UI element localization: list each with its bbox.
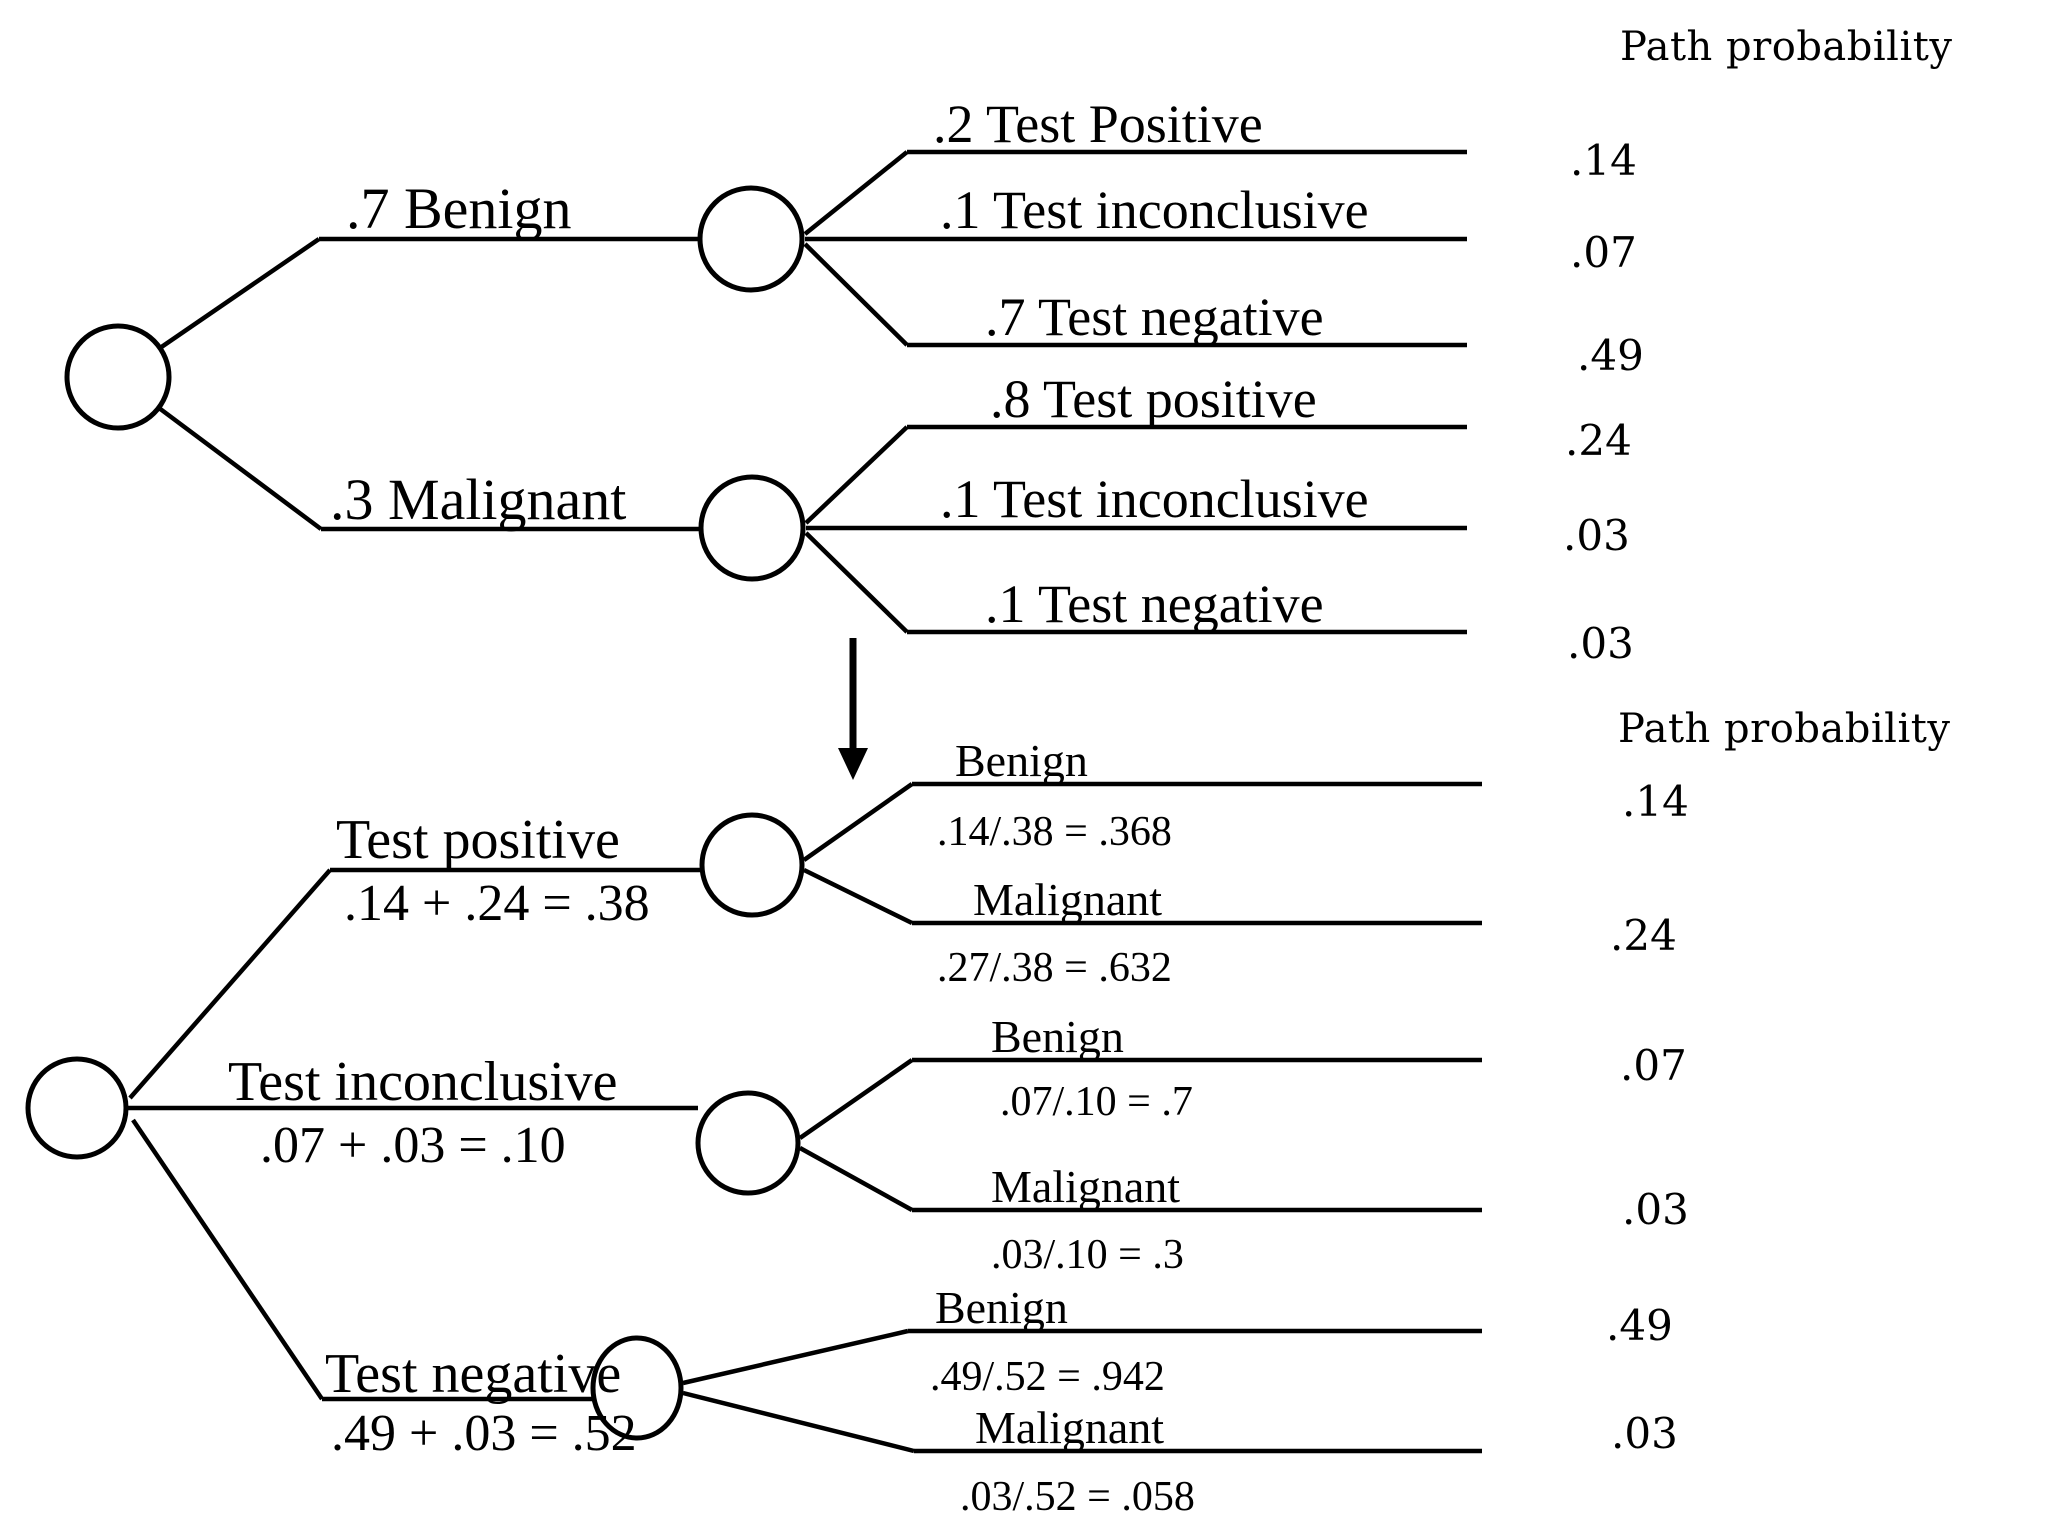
testinconclusive-node-circle [695,1090,801,1196]
branch-line-benign-testpositive-diagonal [803,150,909,236]
malignant-node-circle [698,474,806,582]
branch-label-testnegative: Test negative [325,1343,621,1405]
branch-label-malignant-testpositive: .8 Test positive [990,369,1317,429]
branch-label-benign-testinconclusive: .1 Test inconclusive [940,180,1369,240]
bottom-root-node-circle [25,1056,129,1160]
branch-label-testpositive-benign: Benign [955,735,1088,786]
bottom-tree: Test positive .14 + .24 = .38 Test incon… [25,706,1950,1520]
branch-line-testnegative-benign-diagonal [682,1328,909,1386]
branch-line-malignant-testpositive-diagonal [804,425,909,525]
root-node-circle [64,323,172,431]
path-probability-value: .07 [1570,228,1637,277]
path-probability-value: .49 [1606,1301,1673,1350]
branch-line-malignant-testnegative-diagonal [804,531,909,634]
branch-formula-testinconclusive: .07 + .03 = .10 [260,1117,566,1174]
path-probability-value: .24 [1610,911,1677,960]
branch-line-testnegative-malignant-diagonal [682,1390,915,1454]
branch-line-root-benign-diagonal [158,237,321,350]
branch-label-malignant-testinconclusive: .1 Test inconclusive [940,469,1369,529]
branch-label-testpositive-malignant: Malignant [973,874,1162,925]
top-tree: .7 Benign .3 Malignant .2 Test Positive … [64,24,1952,668]
testnegative-node-circle [590,1335,684,1441]
path-probability-value: .03 [1611,1409,1678,1458]
branch-label-malignant: .3 Malignant [330,467,626,532]
branch-formula-testpositive: .14 + .24 = .38 [344,875,650,932]
branch-formula-testnegative-benign: .49/.52 = .942 [930,1354,1165,1400]
branch-line-root-malignant-diagonal [157,406,323,531]
branch-label-benign: .7 Benign [346,176,572,241]
branch-formula-testnegative: .49 + .03 = .52 [331,1405,637,1462]
branch-label-benign-testpositive: .2 Test Positive [933,94,1263,154]
path-probability-value: .03 [1563,511,1630,560]
path-probability-value: .07 [1620,1041,1687,1090]
path-probability-value: .14 [1570,136,1637,185]
path-probability-value: .03 [1622,1185,1689,1234]
branch-label-testinconclusive-benign: Benign [991,1011,1124,1062]
branch-formula-testnegative-malignant: .03/.52 = .058 [960,1474,1195,1520]
branch-label-testnegative-benign: Benign [935,1282,1068,1333]
down-arrow-head [838,748,868,780]
path-probability-header-top: Path probability [1620,24,1952,70]
path-probability-header-bottom: Path probability [1618,706,1950,752]
branch-label-testnegative-malignant: Malignant [975,1402,1164,1453]
path-probability-value: .24 [1565,416,1632,465]
down-arrow-icon [838,638,868,780]
path-probability-value: .49 [1577,331,1644,380]
branch-line-testpositive-benign-diagonal [802,782,914,862]
path-probability-value: .14 [1622,777,1689,826]
branch-line-testpositive-malignant-diagonal [803,867,913,926]
branch-label-testpositive: Test positive [336,809,620,871]
branch-line-root-testpositive-diagonal [128,868,332,1100]
branch-line-testinconclusive-benign-diagonal [798,1058,914,1140]
benign-node-circle [697,185,805,293]
testpositive-node-circle [699,812,805,918]
branch-formula-testinconclusive-malignant: .03/.10 = .3 [991,1232,1184,1278]
branch-formula-testinconclusive-benign: .07/.10 = .7 [1000,1079,1193,1125]
path-probability-value: .03 [1567,619,1634,668]
branch-line-benign-testnegative-diagonal [803,242,909,347]
branch-formula-testpositive-malignant: .27/.38 = .632 [937,945,1172,991]
branch-label-testinconclusive: Test inconclusive [228,1051,618,1113]
branch-label-benign-testnegative: .7 Test negative [985,287,1324,347]
branch-line-testinconclusive-malignant-diagonal [798,1146,914,1212]
branch-label-malignant-testnegative: .1 Test negative [985,574,1324,634]
branch-line-root-testnegative-diagonal [131,1118,324,1401]
branch-formula-testpositive-benign: .14/.38 = .368 [937,809,1172,855]
branch-label-testinconclusive-malignant: Malignant [991,1161,1180,1212]
